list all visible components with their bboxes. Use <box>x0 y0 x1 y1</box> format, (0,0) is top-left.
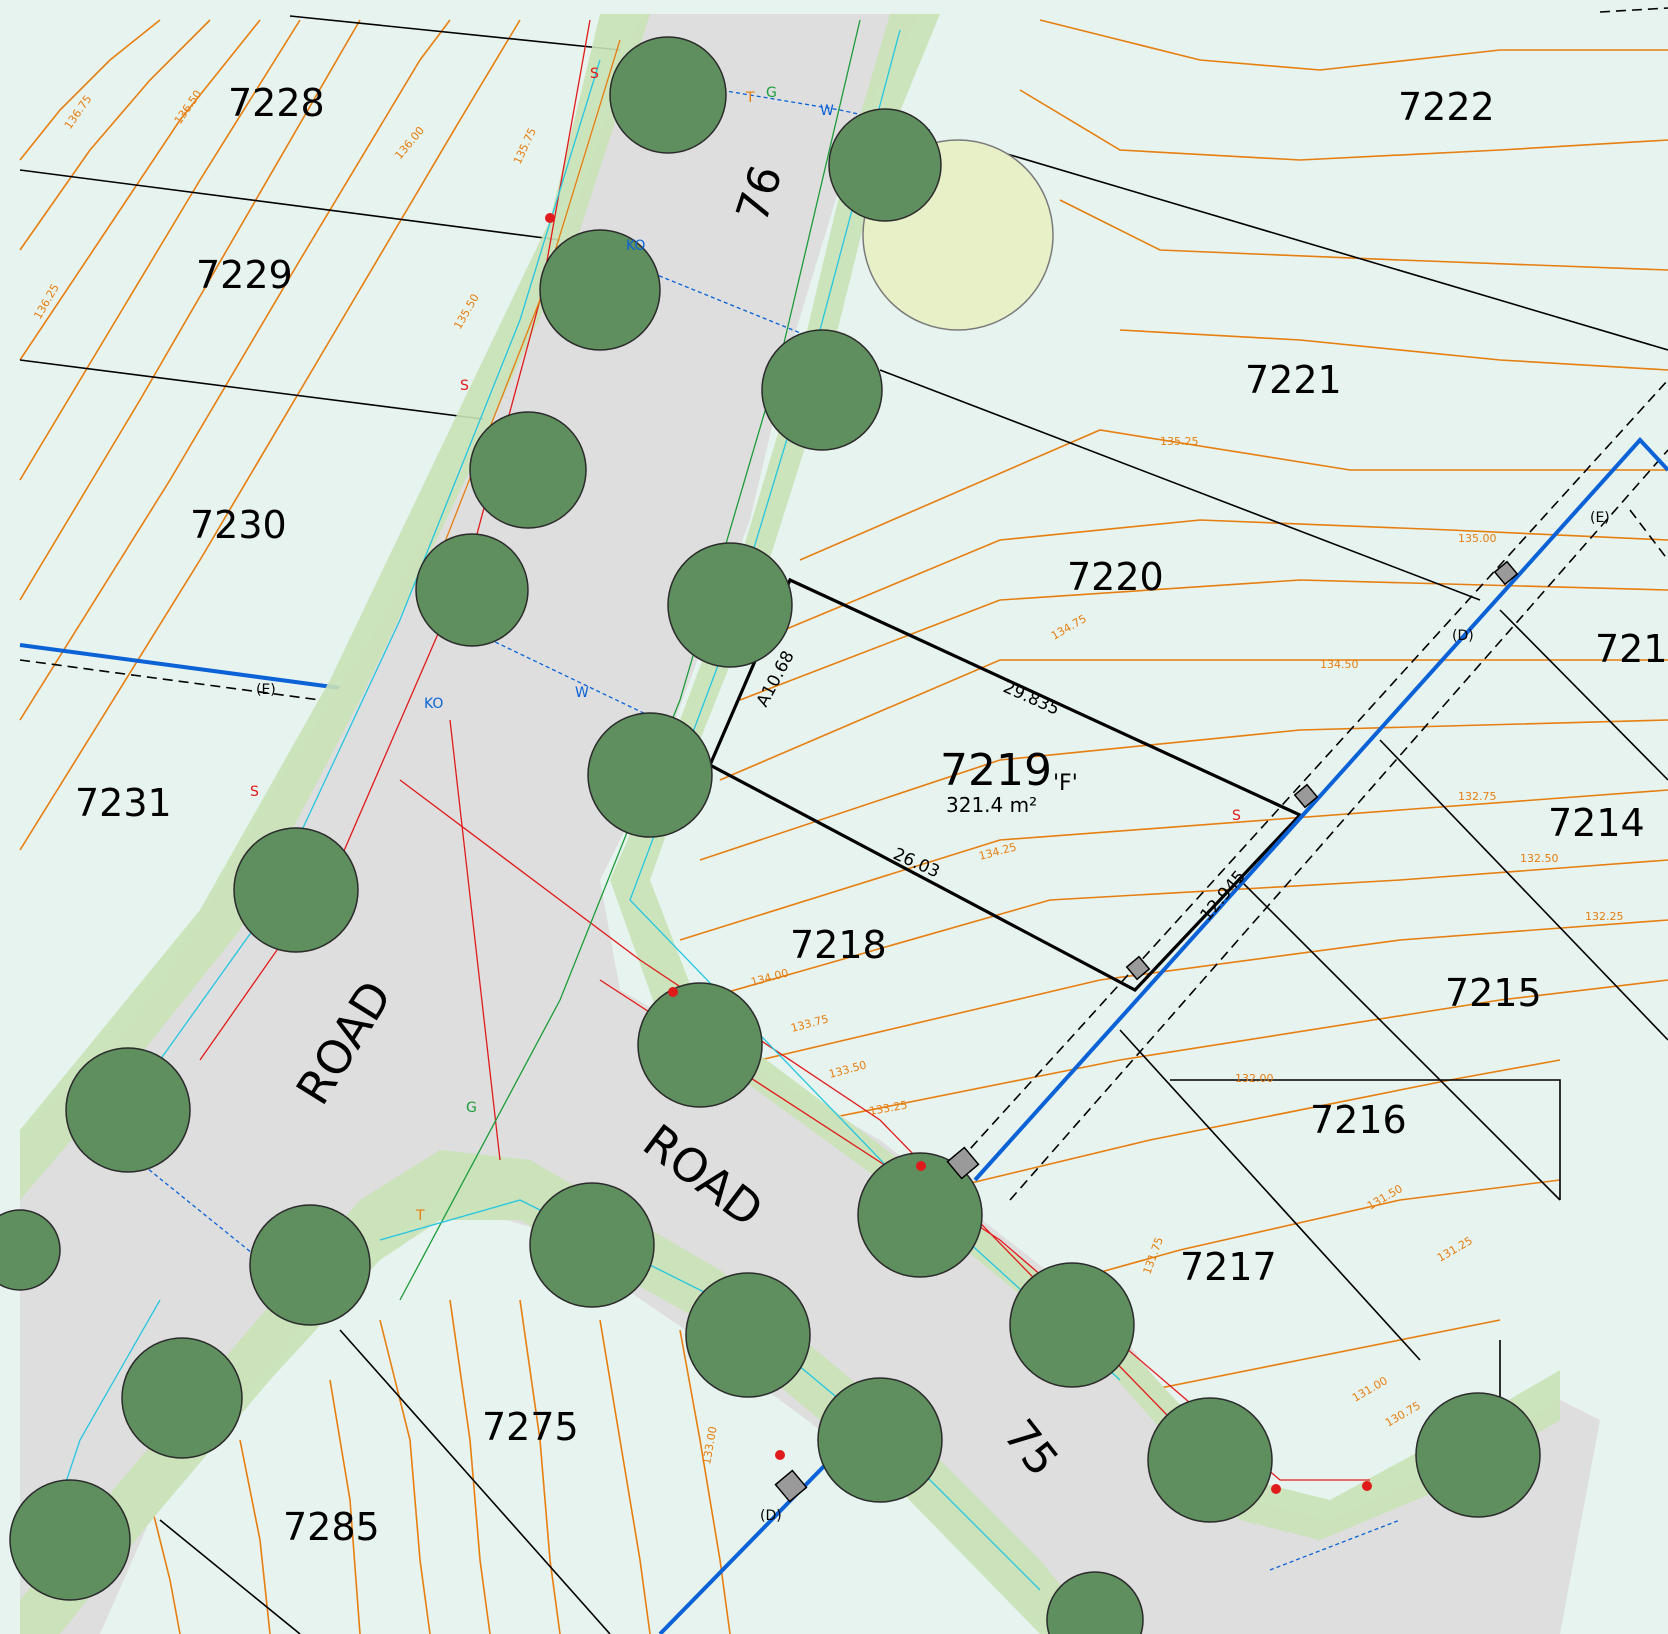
contour-label: 132.00 <box>1235 1072 1274 1085</box>
lot-label: 7229 <box>196 253 293 297</box>
street-tree <box>121 1337 243 1459</box>
street-tree <box>609 36 727 154</box>
gas-marker: G <box>766 85 777 101</box>
lot-label: 7214 <box>1548 801 1645 845</box>
lot-label: 7230 <box>190 503 287 547</box>
service-points <box>545 213 1372 1494</box>
street-tree <box>469 411 587 529</box>
kerb-outlet-marker: KO <box>424 696 443 712</box>
contour-label: 135.00 <box>1458 532 1497 545</box>
street-tree <box>233 827 359 953</box>
street-tree <box>817 1377 943 1503</box>
lot-label: 7221 <box>1245 358 1342 402</box>
lot-label: 7218 <box>790 923 887 967</box>
featured-lot-number: 7219 <box>940 745 1052 796</box>
telecom-marker: T <box>415 1208 425 1224</box>
lot-labels: 7228 7229 7230 7231 7222 7221 7220 7213 … <box>75 81 1668 1549</box>
water-marker: W <box>820 103 834 119</box>
street-tree <box>1009 1262 1135 1388</box>
lot-label: 7222 <box>1398 85 1495 129</box>
pits <box>774 560 1519 1503</box>
sewer-marker: S <box>1232 808 1241 824</box>
street-tree <box>65 1047 191 1173</box>
gas-marker: G <box>466 1100 477 1116</box>
street-tree <box>539 229 661 351</box>
street-tree <box>249 1204 371 1326</box>
street-tree <box>9 1479 131 1601</box>
street-tree <box>1415 1392 1541 1518</box>
easement-lines <box>19 7 1668 1201</box>
contour-label: 135.25 <box>1160 435 1199 448</box>
contour-label: 134.50 <box>1320 658 1359 671</box>
contour-label: 132.50 <box>1520 852 1559 865</box>
lot-label: 7285 <box>283 1505 380 1549</box>
lot-label: 7231 <box>75 781 172 825</box>
lot-label: 7213 <box>1595 627 1668 671</box>
street-tree <box>857 1152 983 1278</box>
street-trees <box>0 36 1541 1634</box>
lot-label: 7216 <box>1310 1098 1407 1142</box>
sewer-marker: S <box>590 66 599 82</box>
street-tree <box>1147 1397 1273 1523</box>
lot-label: 7275 <box>482 1405 579 1449</box>
service-code-markers: S S S S W W G G T T KO KO (E) (E) (D) (D… <box>250 66 1610 1524</box>
lot-label: 7217 <box>1180 1245 1277 1289</box>
street-tree <box>415 533 529 647</box>
lot-7219-boundary <box>707 577 1303 992</box>
featured-lot-tag: 'F' <box>1053 771 1078 796</box>
street-tree <box>529 1182 655 1308</box>
lot-label: 7228 <box>228 81 325 125</box>
easement-marker: (E) <box>256 682 276 698</box>
contour-lines <box>19 19 1668 1634</box>
lot-label: 7215 <box>1445 971 1542 1015</box>
street-tree <box>0 1209 61 1291</box>
sewer-marker: S <box>250 784 259 800</box>
water-marker: W <box>575 685 589 701</box>
drainage-marker: (D) <box>760 1508 782 1524</box>
street-tree <box>761 329 883 451</box>
featured-lot-area: 321.4 m² <box>946 793 1037 817</box>
street-tree <box>828 108 942 222</box>
telecom-marker: T <box>745 90 755 106</box>
street-tree <box>637 982 763 1108</box>
kerb-outlet-marker: KO <box>626 238 645 254</box>
contour-label: 132.25 <box>1585 910 1624 923</box>
street-tree <box>667 542 793 668</box>
street-tree <box>685 1272 811 1398</box>
lot-label: 7220 <box>1067 555 1164 599</box>
easement-marker: (E) <box>1590 510 1610 526</box>
street-tree <box>587 712 713 838</box>
featured-lot-annotation: 7219 321.4 m² 'F' <box>940 745 1078 817</box>
sewer-marker: S <box>460 378 469 394</box>
drainage-marker: (D) <box>1452 628 1474 644</box>
contour-label: 132.75 <box>1458 790 1497 803</box>
street-tree <box>1046 1571 1144 1634</box>
